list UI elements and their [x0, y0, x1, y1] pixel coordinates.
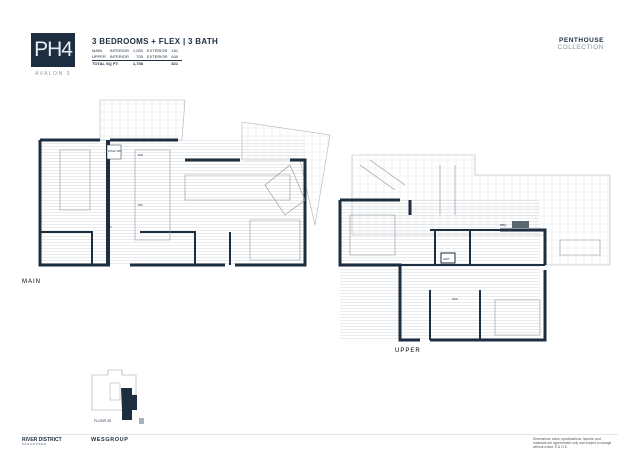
collection-line2: COLLECTION [557, 44, 604, 51]
collection-label: PENTHOUSE COLLECTION [548, 37, 604, 51]
main-level-label: MAIN [22, 279, 41, 285]
area-row-upper: UPPER INTERIOR 705 EXTERIOR 640 [92, 54, 183, 61]
compass-icon [139, 418, 144, 424]
brand1-sub: VANCOUVER [22, 443, 47, 446]
disclaimer: Dimensions, sizes, specifications, layou… [533, 437, 612, 450]
room-label-hwt: HWT [443, 257, 450, 261]
collection-line1: PENTHOUSE [559, 37, 604, 44]
unit-logo: PH4 [31, 33, 75, 67]
exterior-label: EXTERIOR [146, 48, 168, 53]
brand1: RIVER DISTRICT [22, 437, 62, 443]
upper-floor-plan: BBQ HWT W/D [338, 154, 611, 342]
area-row-total: TOTAL SQ FT: 1,758 821 [92, 61, 182, 68]
level: MAIN [92, 48, 102, 53]
room-label-wf: WF [138, 203, 143, 207]
wesgroup-logo: WESGROUP [91, 437, 129, 443]
exterior-value: 640 [171, 54, 183, 61]
interior-label: INTERIOR [109, 54, 133, 61]
room-label-dw: DW [138, 153, 143, 157]
total-exterior: 821 [171, 61, 179, 66]
exterior-label: EXTERIOR [146, 54, 172, 61]
exterior-value: 181 [171, 48, 179, 53]
room-label-wd: WSH/ WD [108, 149, 122, 153]
area-row-main: MAIN INTERIOR 1,053 EXTERIOR 181 [92, 48, 182, 54]
room-label-bbq: BBQ [500, 223, 507, 227]
room-label-wd-upper: W/D [452, 297, 459, 301]
interior-value: 1,053 [132, 48, 143, 53]
interior-label: INTERIOR [109, 48, 129, 53]
area-table: MAIN INTERIOR 1,053 EXTERIOR 181 UPPER I… [92, 48, 183, 68]
unit-title: 3 BEDROOMS + FLEX | 3 BATH [92, 37, 219, 46]
upper-level-label: UPPER [395, 348, 421, 354]
keyplan-floor-label: FLOOR 25 [94, 419, 111, 423]
level: UPPER [92, 54, 110, 61]
main-floor-plan: WSH/ WD DW WF LP [38, 99, 331, 267]
unit-highlight [121, 388, 137, 420]
building-name: AVALON 3 [35, 71, 71, 77]
key-plan [91, 369, 144, 424]
unit-code: PH4 [34, 38, 73, 61]
footer-divider [22, 434, 618, 435]
total-interior: 1,758 [132, 61, 143, 66]
total-label: TOTAL SQ FT: [92, 61, 119, 66]
interior-value: 705 [132, 54, 147, 61]
room-label-lp: LP [108, 225, 112, 229]
